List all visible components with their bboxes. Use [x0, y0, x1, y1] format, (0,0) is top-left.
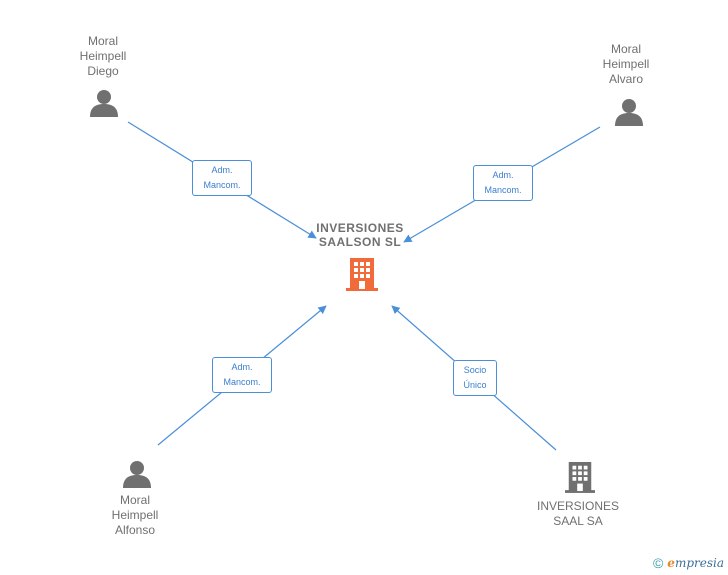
- company-line2: SAAL SA: [553, 514, 603, 528]
- person-alfonso-line3: Alfonso: [114, 523, 156, 537]
- edge-company-line1: Socio: [463, 365, 487, 375]
- edge-alvaro-line1: Adm.: [492, 170, 514, 180]
- edge-alfonso-line2: Mancom.: [223, 377, 261, 387]
- edge-label-diego[interactable]: Adm. Mancom.: [192, 160, 252, 196]
- brand-first-letter: e: [667, 556, 675, 570]
- copyright-icon: ©: [652, 555, 664, 571]
- edge-alfonso-line1: Adm.: [231, 362, 253, 372]
- edge-label-company[interactable]: Socio Único: [453, 360, 497, 396]
- person-icon[interactable]: [89, 88, 119, 118]
- person-label-diego[interactable]: Moral Heimpell Diego: [63, 34, 143, 79]
- person-diego-line1: Moral: [87, 34, 118, 48]
- edge-diego-line2: Mancom.: [203, 180, 241, 190]
- center-name-line2: SAALSON SL: [318, 235, 402, 249]
- company-line1: INVERSIONES: [536, 499, 620, 513]
- edge-alvaro-line2: Mancom.: [484, 185, 522, 195]
- person-label-alvaro[interactable]: Moral Heimpell Alvaro: [586, 42, 666, 87]
- brand-logo[interactable]: empresia: [667, 556, 724, 570]
- edge-company-line2: Único: [463, 380, 487, 390]
- person-alvaro-line1: Moral: [610, 42, 641, 56]
- footer-brand: © empresia: [653, 555, 724, 571]
- person-icon[interactable]: [122, 459, 152, 489]
- edge-label-alfonso[interactable]: Adm. Mancom.: [212, 357, 272, 393]
- person-diego-line2: Heimpell: [79, 49, 127, 63]
- person-diego-line3: Diego: [87, 64, 119, 78]
- person-alvaro-line3: Alvaro: [608, 72, 643, 86]
- edge-diego-line1: Adm.: [211, 165, 233, 175]
- person-icon[interactable]: [614, 97, 644, 127]
- edge-label-alvaro[interactable]: Adm. Mancom.: [473, 165, 533, 201]
- person-alfonso-line1: Moral: [119, 493, 150, 507]
- center-name-line1: INVERSIONES: [316, 221, 404, 235]
- building-icon[interactable]: [565, 459, 595, 495]
- person-alvaro-line2: Heimpell: [602, 57, 650, 71]
- company-label[interactable]: INVERSIONES SAAL SA: [528, 499, 628, 529]
- building-icon[interactable]: [346, 256, 378, 292]
- center-company-name[interactable]: INVERSIONES SAALSON SL: [300, 221, 420, 249]
- person-alfonso-line2: Heimpell: [111, 508, 159, 522]
- brand-rest: mpresia: [674, 556, 724, 570]
- person-label-alfonso[interactable]: Moral Heimpell Alfonso: [95, 493, 175, 538]
